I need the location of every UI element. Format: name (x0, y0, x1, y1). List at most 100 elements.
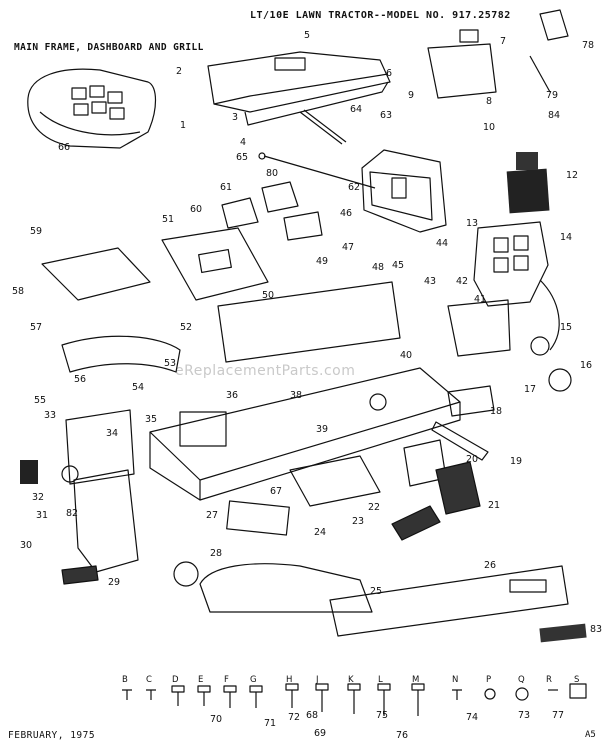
battery-part (179, 411, 227, 447)
hardware-letter-P: P (486, 675, 491, 685)
part-callout-10: 10 (483, 122, 495, 133)
part-callout-53: 53 (164, 358, 176, 369)
part-callout-22: 22 (368, 502, 380, 513)
part-callout-83: 83 (590, 624, 602, 635)
part-callout-56: 56 (74, 374, 86, 385)
part-callout-70: 70 (210, 714, 222, 725)
hardware-letter-S: S (574, 675, 579, 685)
part-callout-43: 43 (424, 276, 436, 287)
part-callout-73: 73 (518, 710, 530, 721)
part-callout-71: 71 (264, 718, 276, 729)
main-frame-part (149, 367, 461, 501)
rail-part (199, 563, 373, 613)
watermark: eReplacementParts.com (175, 363, 356, 379)
seat-part (27, 68, 157, 149)
part-callout-58: 58 (12, 286, 24, 297)
hardware-letter-R: R (546, 675, 552, 685)
part-number-callouts: 1234567891012131415161718192021222324252… (12, 30, 602, 741)
tread-part (435, 461, 481, 515)
part-callout-51: 51 (162, 214, 174, 225)
part-callout-12: 12 (566, 170, 578, 181)
part-callout-38: 38 (290, 390, 302, 401)
footer-date: FEBRUARY, 1975 (8, 730, 96, 741)
part-callout-68: 68 (306, 710, 318, 721)
part-callout-4: 4 (240, 137, 246, 148)
part-callout-49: 49 (316, 256, 328, 267)
part-callout-15: 15 (560, 322, 572, 333)
part-callout-17: 17 (524, 384, 536, 395)
hardware-row (122, 683, 587, 716)
side-panel-part (217, 281, 401, 363)
name-plate-part (539, 623, 587, 643)
part-callout-36: 36 (226, 390, 238, 401)
part-callout-19: 19 (510, 456, 522, 467)
hardware-letter-E: E (198, 675, 203, 685)
hood-panel-part (207, 51, 391, 126)
part-callout-28: 28 (210, 548, 222, 559)
part-callout-72: 72 (288, 712, 300, 723)
cable-part (263, 155, 376, 189)
tread-part (391, 505, 441, 541)
part-callout-78: 78 (582, 40, 594, 51)
cable-part (539, 279, 560, 351)
grill-screen-part (506, 168, 550, 214)
part-callout-44: 44 (436, 238, 448, 249)
part-callout-79: 79 (546, 90, 558, 101)
gear-part (173, 561, 199, 587)
floor-plate-part (289, 455, 381, 507)
part-callout-31: 31 (36, 510, 48, 521)
part-callout-64: 64 (350, 104, 362, 115)
hardware-letter-L: L (378, 675, 383, 685)
part-callout-7: 7 (500, 36, 506, 47)
hardware-letter-G: G (250, 675, 257, 685)
part-callout-6: 6 (386, 68, 392, 79)
hardware-letter-Q: Q (518, 675, 525, 685)
part-callout-42: 42 (456, 276, 468, 287)
part-callout-66: 66 (58, 142, 70, 153)
grill-frame-part (473, 221, 549, 307)
hardware-letter-J: J (315, 675, 319, 685)
part-callout-20: 20 (466, 454, 478, 465)
part-callout-3: 3 (232, 112, 238, 123)
part-callout-34: 34 (106, 428, 118, 439)
firewall-part (65, 409, 135, 485)
part-callout-35: 35 (145, 414, 157, 425)
tread-part (61, 565, 99, 585)
dashboard-part (361, 149, 447, 233)
part-callout-55: 55 (34, 395, 46, 406)
rail-part (329, 565, 569, 637)
diagram-title: LT/10E LAWN TRACTOR--MODEL NO. 917.25782 (250, 10, 511, 21)
bracket-part (447, 299, 511, 357)
foot-pad-part (261, 181, 299, 213)
fuel-tank-part (427, 29, 497, 99)
part-callout-23: 23 (352, 516, 364, 527)
part-callout-2: 2 (176, 66, 182, 77)
part-callout-46: 46 (340, 208, 352, 219)
switch-part (20, 460, 38, 484)
bracket-part (539, 9, 569, 41)
part-callout-50: 50 (262, 290, 274, 301)
part-callout-26: 26 (484, 560, 496, 571)
part-callout-52: 52 (180, 322, 192, 333)
hardware-letter-C: C (146, 675, 152, 685)
part-callout-45: 45 (392, 260, 404, 271)
part-callout-40: 40 (400, 350, 412, 361)
part-callout-60: 60 (190, 204, 202, 215)
part-callout-21: 21 (488, 500, 500, 511)
seat-pan-part (41, 247, 151, 301)
hardware-letter-B: B (122, 675, 128, 685)
hardware-letter-D: D (172, 675, 179, 685)
part-callout-69: 69 (314, 728, 326, 739)
part-callout-80: 80 (266, 168, 278, 179)
bracket-part (447, 385, 495, 417)
part-callout-65: 65 (236, 152, 248, 163)
cap-part (548, 368, 572, 392)
rod-part (299, 109, 347, 145)
part-callout-29: 29 (108, 577, 120, 588)
part-callout-47: 47 (342, 242, 354, 253)
part-callout-59: 59 (30, 226, 42, 237)
part-callout-67: 67 (270, 486, 282, 497)
part-callout-5: 5 (304, 30, 310, 41)
foot-pad-part (221, 197, 259, 229)
